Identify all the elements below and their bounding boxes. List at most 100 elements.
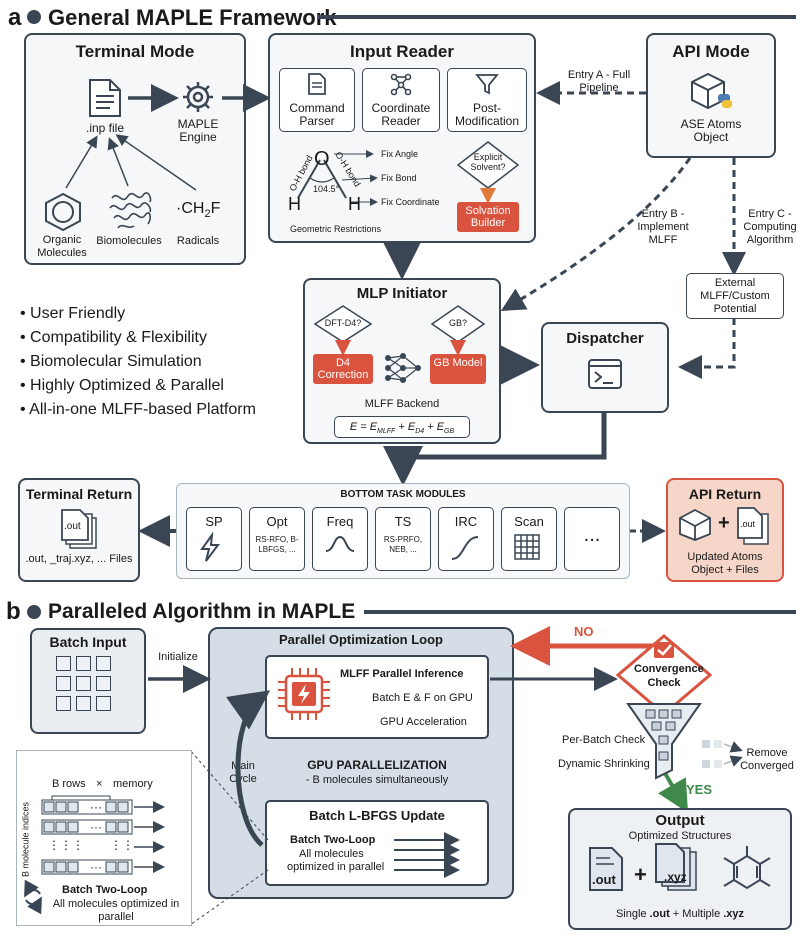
memory-inset-box (16, 750, 192, 926)
api-return-title: API Return (688, 486, 762, 502)
batch-cell (76, 676, 91, 691)
output-xyz-ext: .xyz (664, 870, 687, 884)
terminal-mode-box (24, 33, 246, 265)
output-out-ext: .out (592, 872, 616, 887)
bullet-dot: • (20, 305, 31, 322)
memory-vdots-2: ⋮ (60, 838, 72, 852)
task-name: Freq (326, 514, 354, 529)
input-reader-title: Input Reader (350, 42, 454, 61)
ase-atoms-label: ASE Atoms Object (680, 117, 742, 144)
terminal-icon (588, 359, 622, 389)
api-return-plus: + (718, 512, 730, 534)
task-icon-sp (200, 531, 220, 562)
water-molecule-diagram (297, 150, 378, 206)
feature-list: • User Friendly• Compatibility & Flexibi… (20, 302, 300, 422)
explicit-solvent-diamond (456, 141, 520, 204)
memory-two-loop: Batch Two-Loop (62, 884, 148, 896)
batch-cell (76, 696, 91, 711)
neural-network-icon (385, 353, 421, 383)
task-module-more: ... (564, 507, 620, 571)
mlff-backend-label: MLFF Backend (364, 398, 440, 410)
filter-icon (475, 74, 499, 95)
refresh-icon (24, 879, 42, 915)
dispatcher-title: Dispatcher (566, 330, 644, 347)
command-parser-label: Command Parser (289, 101, 345, 128)
eq-sub-3: GB (444, 428, 455, 436)
panel-a-heading: General MAPLE Framework (48, 5, 337, 30)
angle-value: 104.5° (313, 184, 340, 194)
bullet-dot: • (20, 353, 31, 370)
feature-item: • Compatibility & Flexibility (20, 326, 300, 350)
batch-input-title: Batch Input (49, 634, 127, 650)
memory-vdots-3: ⋮ (72, 838, 84, 852)
memory-vdots-5: ⋮ (122, 838, 134, 852)
per-batch-label: Per-Batch Check (562, 734, 646, 746)
atom-o: O (314, 148, 330, 170)
radical-formula-main: ·CH (176, 200, 205, 217)
api-mode-title: API Mode (672, 42, 750, 61)
coordinate-reader-box (362, 68, 440, 132)
task-module-scan: Scan (501, 507, 557, 571)
initialize-label: Initialize (158, 651, 198, 663)
output-out-file-icon (589, 847, 623, 891)
gpu-parallelization-sub: - B molecules simultaneously (305, 774, 449, 786)
dft-d4-diamond (313, 305, 373, 356)
fix-coordinate-label: Fix Coordinate (381, 197, 440, 207)
network-icon (390, 73, 412, 96)
funnel-icon (626, 703, 702, 780)
radical-formula-sub: 2 (204, 208, 211, 221)
feature-text: All-in-one MLFF-based Platform (29, 401, 256, 418)
task-name: TS (394, 514, 412, 529)
panel-b-heading: Paralleled Algorithm in MAPLE (48, 600, 356, 623)
memory-ellipsis-3: ··· (90, 860, 102, 874)
footer-a: Single (615, 908, 650, 920)
external-mlff-box (686, 273, 784, 319)
batch-cell (56, 676, 71, 691)
feature-text: User Friendly (30, 305, 126, 322)
mlp-initiator-title: MLP Initiator (356, 285, 448, 302)
panel-a-letter: a (8, 4, 22, 31)
feature-text: Compatibility & Flexibility (30, 329, 207, 346)
task-name: Scan (514, 514, 544, 529)
memory-word: memory (113, 778, 153, 790)
batch-input-grid (56, 656, 111, 711)
gear-icon (183, 82, 213, 112)
memory-vdots-4: ⋮ (110, 838, 122, 852)
panel-a-dot (27, 10, 41, 24)
bullet-dot: • (20, 377, 31, 394)
eq-part-2: + E (395, 421, 416, 433)
parallel-arrows-icon (394, 832, 460, 878)
inp-file-icon (89, 79, 121, 117)
api-return-file-ext: .out (740, 519, 756, 529)
memory-axis-label: B molecule indices (20, 801, 31, 878)
task-name: ... (583, 524, 601, 546)
task-icon-irc (451, 536, 479, 560)
footer-d: .xyz (723, 908, 745, 920)
parallel-loop-title: Parallel Optimization Loop (279, 632, 443, 647)
memory-ellipsis-2: ··· (90, 820, 102, 834)
dispatcher-box (541, 322, 669, 413)
eq-part-3: + E (424, 421, 445, 433)
inference-box (265, 655, 489, 739)
memory-desc: All molecules optimized in parallel (52, 898, 180, 923)
biomolecules-label: Biomolecules (96, 235, 162, 247)
atom-h-right: H (348, 194, 361, 214)
task-name: SP (205, 514, 223, 529)
radicals-label: Radicals (176, 235, 220, 247)
geometric-restrictions-label: Geometric Restrictions (290, 224, 382, 234)
remove-converged-label: Remove Converged (740, 747, 794, 772)
eq-sub-1: MLFF (377, 428, 396, 436)
gb-model-box: GB Model (430, 354, 486, 384)
inference-line1: Batch E & F on GPU (372, 692, 473, 704)
convergence-label: Convergence Check (634, 663, 704, 689)
gb-label: GB? (448, 318, 467, 328)
output-footer: Single .out + Multiple .xyz (568, 908, 792, 920)
cube-icon (691, 72, 732, 110)
task-module-freq: Freq (312, 507, 368, 571)
api-return-desc: Updated Atoms Object + Files (687, 551, 763, 576)
organic-molecules-label: Organic Molecules (37, 234, 87, 259)
inference-title: MLFF Parallel Inference (340, 668, 464, 680)
api-return-cube-icon (679, 508, 711, 541)
task-sub: RS-PRFO, NEB, ... (383, 535, 423, 554)
